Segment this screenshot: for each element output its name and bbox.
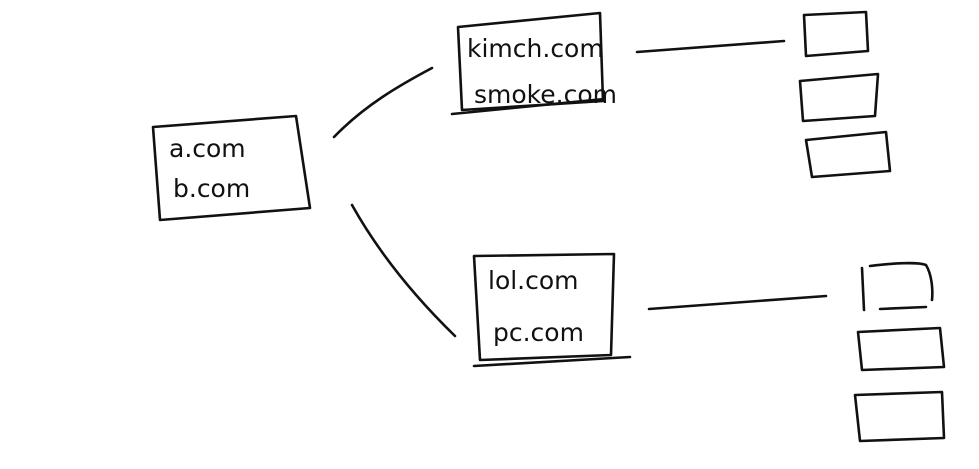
child-node-bottom-1 [860, 261, 934, 312]
connector-branch-top-to-children [635, 39, 786, 54]
branch-bottom-label-1: lol.com [488, 266, 579, 295]
branch-bottom-label-2: pc.com [493, 318, 584, 347]
root-node [151, 114, 312, 222]
root-label-2: b.com [173, 174, 251, 203]
root-label-1: a.com [169, 134, 246, 163]
branch-top-label-2: smoke.com [474, 80, 617, 109]
connector-root-to-branch-top [332, 66, 434, 139]
child-node-top-1 [802, 10, 870, 58]
branch-top-label-1: kimch.com [467, 34, 604, 63]
branch-node-top [450, 11, 606, 116]
branch-node-bottom [472, 252, 632, 368]
child-node-bottom-2 [856, 326, 946, 372]
child-node-bottom-3 [853, 390, 946, 443]
child-node-top-3 [804, 130, 892, 179]
connector-root-to-branch-bottom [350, 203, 457, 338]
connector-branch-bottom-to-children [647, 294, 828, 311]
child-node-top-2 [798, 72, 880, 123]
